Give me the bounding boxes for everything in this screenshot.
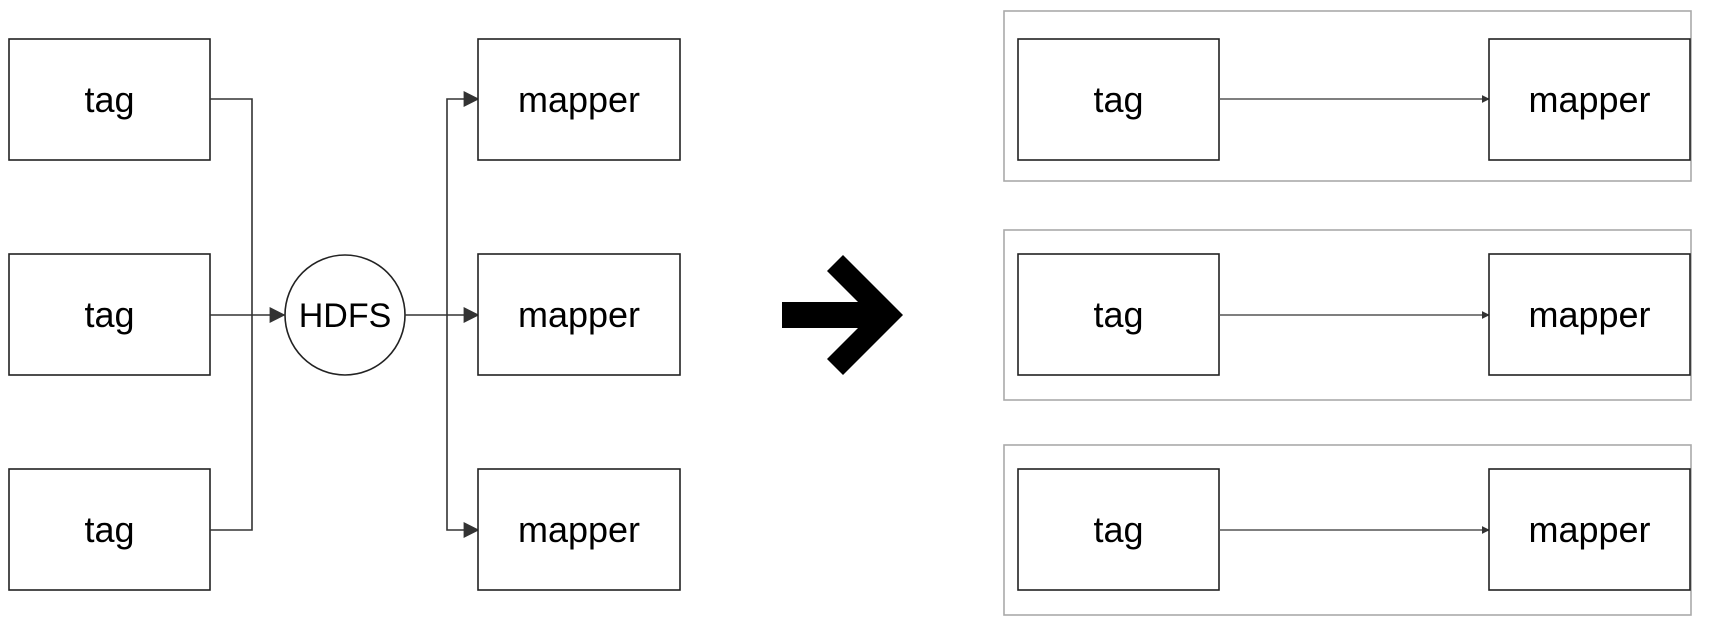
right-diagram: tag mapper tag mapper <box>1003 10 1692 616</box>
connector-arrow <box>446 315 480 538</box>
right-tag-node: tag <box>1017 38 1220 161</box>
left-tag-label: tag <box>84 509 134 550</box>
left-mapper-node: mapper <box>477 38 681 161</box>
hdfs-label: HDFS <box>299 297 392 335</box>
left-mapper-label: mapper <box>518 294 640 335</box>
left-diagram: tag tag tag HDFS <box>8 38 681 591</box>
hdfs-node: HDFS <box>284 254 406 376</box>
right-pair-group: tag mapper <box>1003 229 1692 401</box>
right-pair-group: tag mapper <box>1003 10 1692 182</box>
connector-line <box>210 315 253 531</box>
right-mapper-label: mapper <box>1528 294 1650 335</box>
right-pair-group: tag mapper <box>1003 444 1692 616</box>
right-tag-node: tag <box>1017 253 1220 376</box>
right-mapper-label: mapper <box>1528 79 1650 120</box>
left-mapper-node: mapper <box>477 468 681 591</box>
tag-to-hdfs-connectors <box>210 98 286 531</box>
connector-line <box>210 98 253 315</box>
left-mapper-label: mapper <box>518 79 640 120</box>
right-tag-label: tag <box>1093 509 1143 550</box>
right-tag-label: tag <box>1093 79 1143 120</box>
left-tag-node: tag <box>8 468 211 591</box>
left-tag-node: tag <box>8 253 211 376</box>
right-tag-label: tag <box>1093 294 1143 335</box>
right-mapper-node: mapper <box>1488 468 1691 591</box>
right-mapper-label: mapper <box>1528 509 1650 550</box>
right-mapper-node: mapper <box>1488 38 1691 161</box>
connector-arrow <box>446 91 480 315</box>
left-mapper-node: mapper <box>477 253 681 376</box>
left-tag-label: tag <box>84 294 134 335</box>
left-mapper-label: mapper <box>518 509 640 550</box>
left-tag-node: tag <box>8 38 211 161</box>
right-mapper-node: mapper <box>1488 253 1691 376</box>
thick-right-arrow-icon <box>782 255 903 375</box>
hdfs-to-mapper-connectors <box>405 91 480 538</box>
left-tag-label: tag <box>84 79 134 120</box>
right-tag-node: tag <box>1017 468 1220 591</box>
